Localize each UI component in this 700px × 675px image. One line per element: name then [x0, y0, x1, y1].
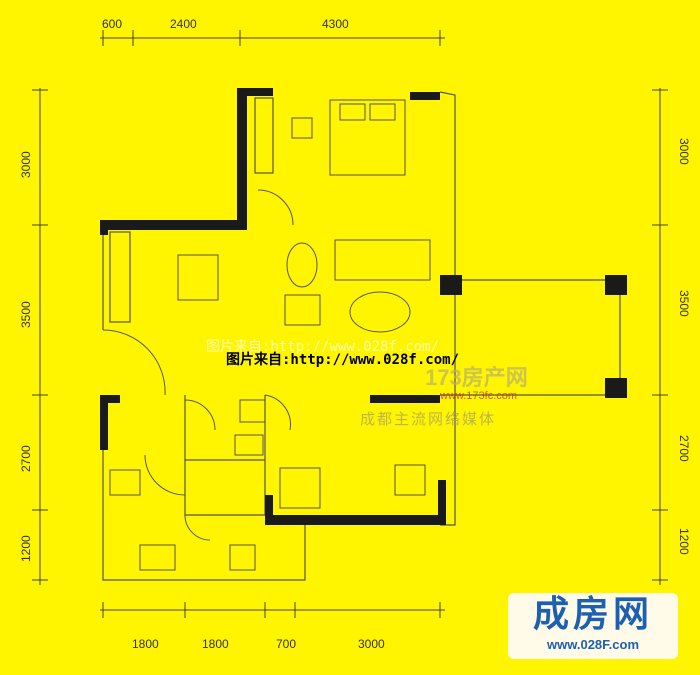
- dimension-labels: 600 2400 4300 3000 3500 2700 1200 3000 3…: [19, 17, 691, 651]
- dim-top-1: 600: [102, 17, 122, 31]
- dim-top-2: 2400: [170, 17, 197, 31]
- dim-top-3: 4300: [322, 17, 349, 31]
- logo-name: 成房网: [532, 594, 653, 635]
- dining-table: [177, 254, 219, 301]
- dim-left-3: 2700: [19, 445, 33, 472]
- dim-left-2: 3500: [19, 301, 33, 328]
- logo-url: www.028F.com: [547, 637, 639, 652]
- dim-left-1: 3000: [19, 151, 33, 178]
- watermark-site-name: 173房产网: [425, 365, 528, 390]
- thin-walls: [102, 91, 621, 581]
- watermark-site-url: www.173fc.com: [440, 390, 518, 402]
- dim-right-1: 3000: [677, 138, 691, 165]
- thick-walls: [100, 88, 627, 525]
- sofa: [334, 239, 431, 281]
- watermark-source: 图片来自:http://www.028f.com/: [226, 352, 460, 368]
- dim-bottom-4: 3000: [358, 637, 385, 651]
- furniture: [102, 99, 431, 571]
- dim-bottom-1: 1800: [132, 637, 159, 651]
- bed: [329, 99, 406, 176]
- dimension-lines: [32, 30, 668, 618]
- watermark-slogan: 成都主流网络媒体: [360, 411, 497, 428]
- dim-left-4: 1200: [19, 535, 33, 562]
- dim-right-3: 2700: [677, 435, 691, 462]
- coffee-table: [349, 291, 411, 333]
- watermark-source-faded: 图片来自:http://www.028f.com/: [206, 339, 440, 355]
- dim-right-2: 3500: [677, 290, 691, 317]
- dim-bottom-2: 1800: [202, 637, 229, 651]
- dim-bottom-3: 700: [276, 637, 296, 651]
- site-logo[interactable]: 成房网 www.028F.com: [508, 593, 678, 659]
- dim-right-4: 1200: [677, 528, 691, 555]
